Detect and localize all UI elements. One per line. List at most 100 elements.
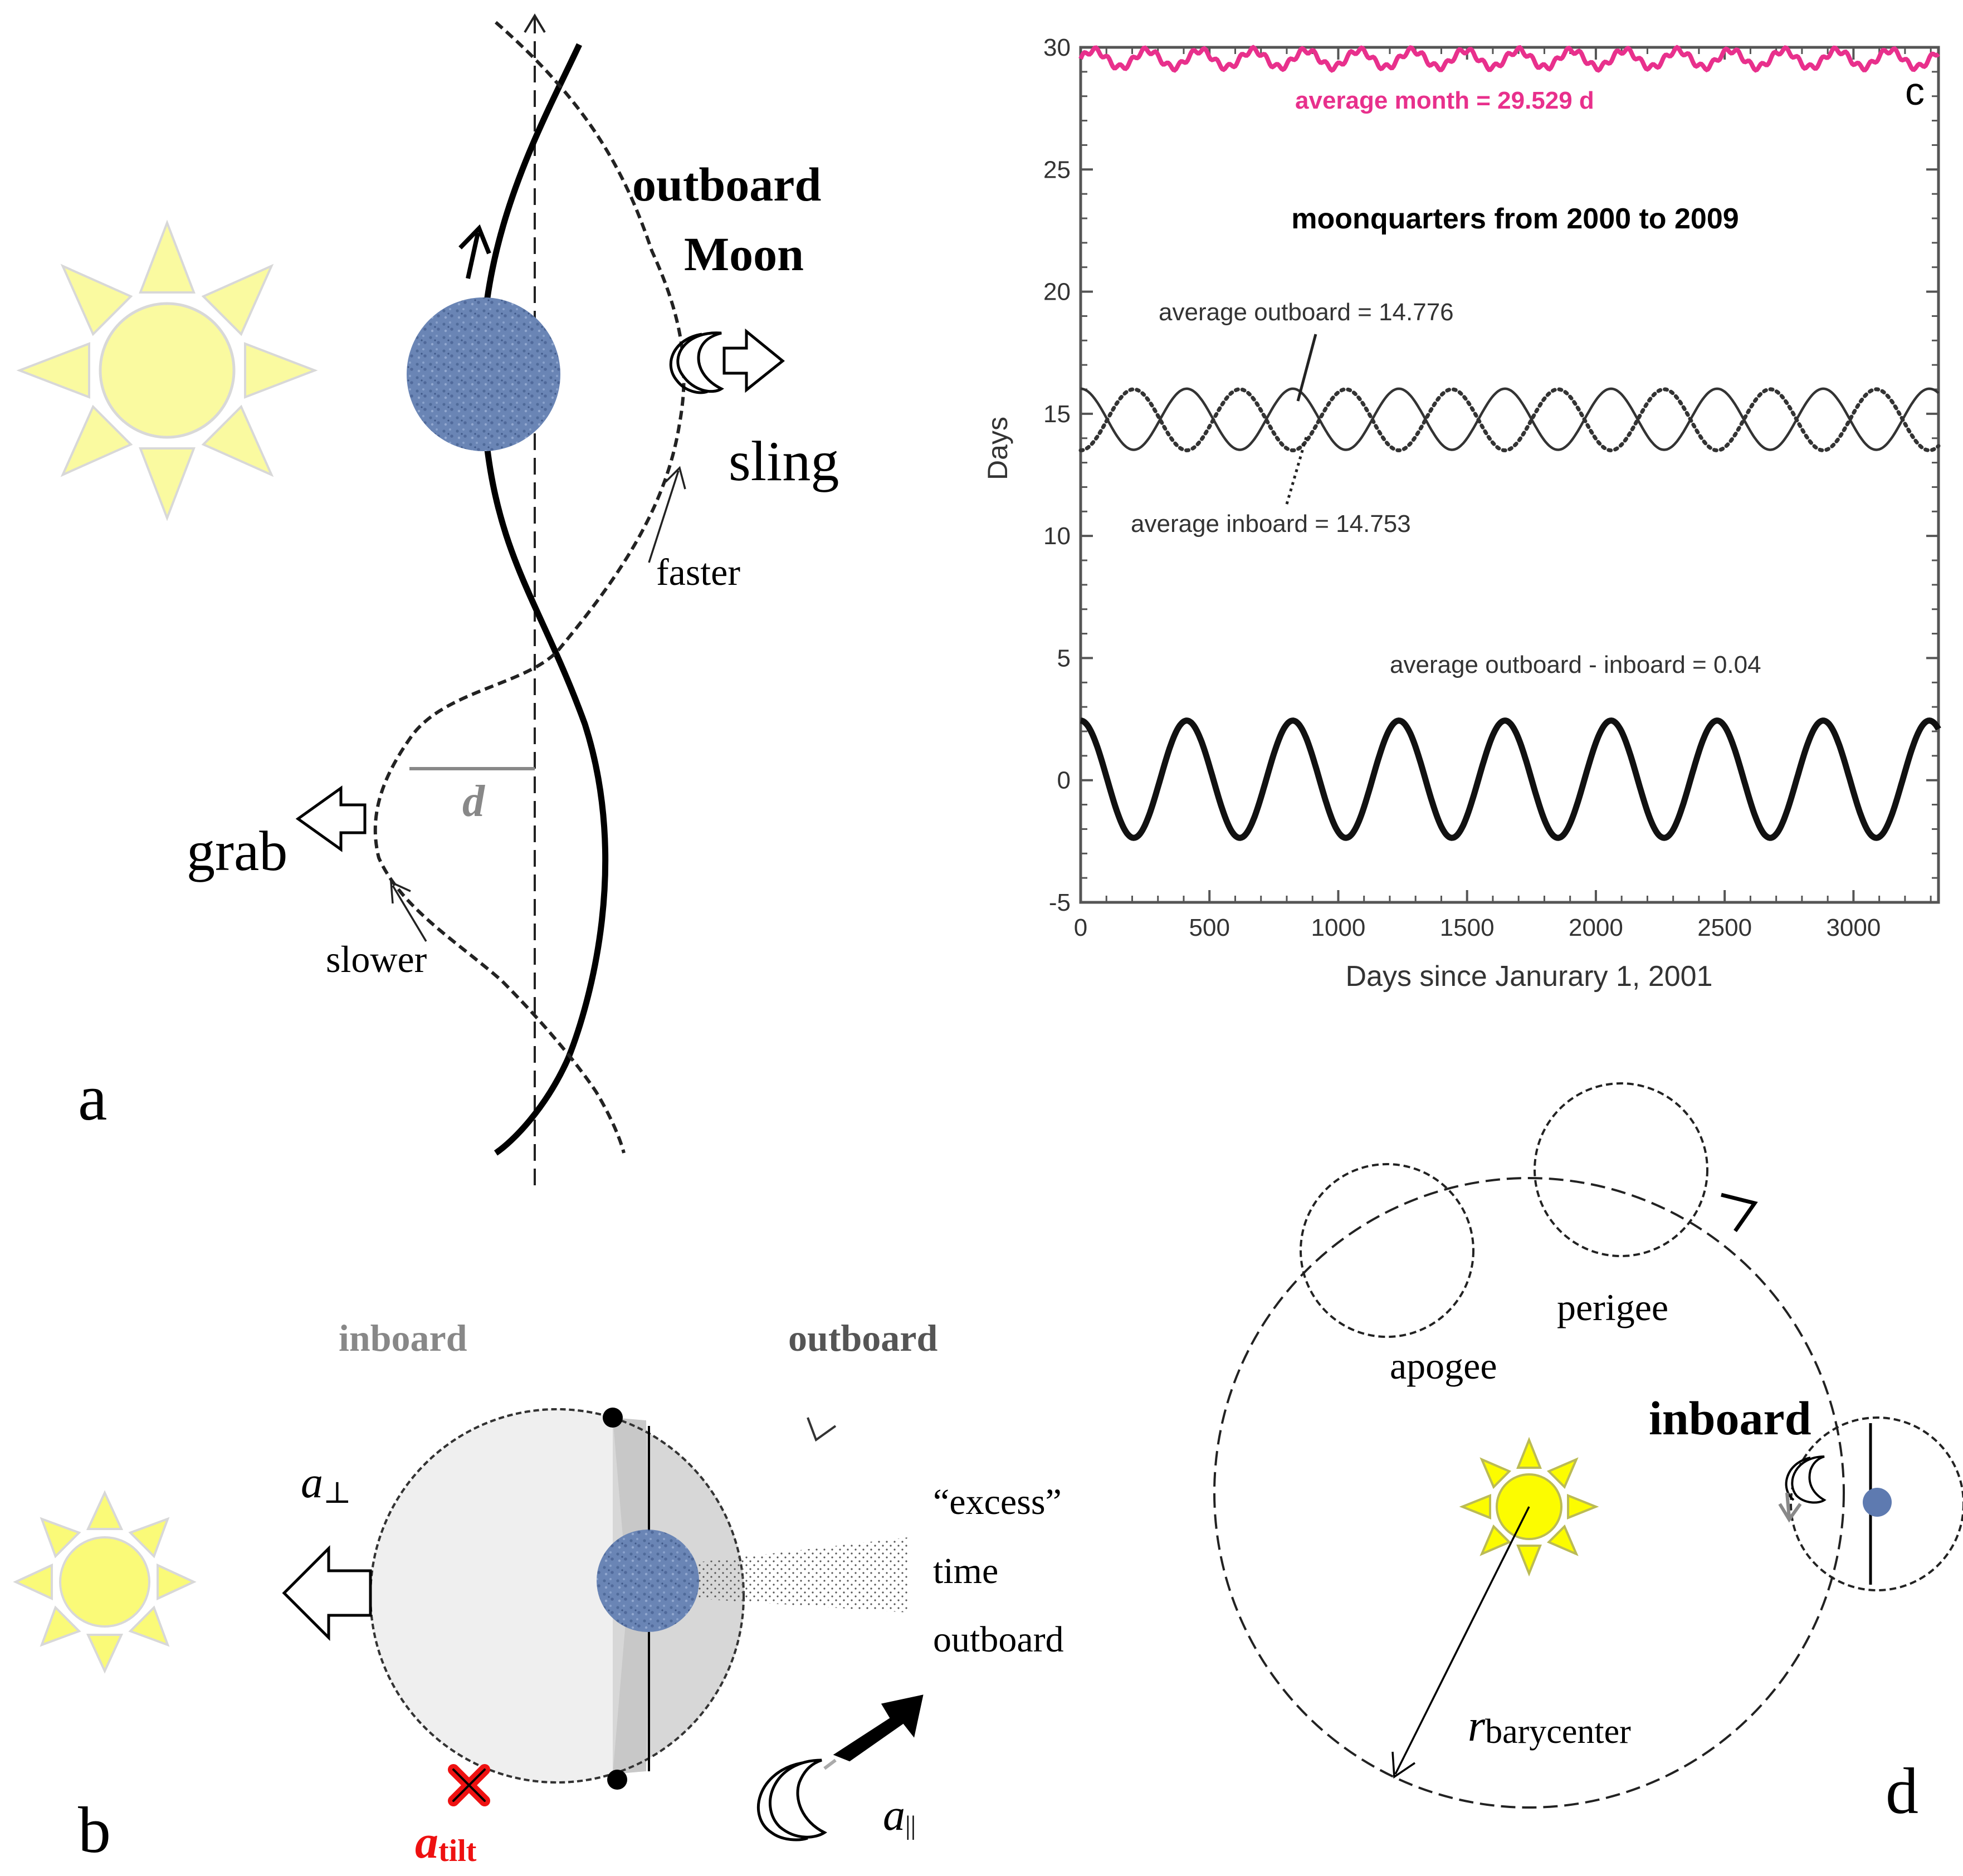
- excess-label-line3: outboard: [933, 1619, 1064, 1660]
- earth-icon-d: [1863, 1488, 1892, 1517]
- inboard-moon-arrow-icon: [1778, 1492, 1802, 1523]
- sun-ray: [86, 1490, 124, 1530]
- r-barycenter-label: rbarycenter: [1468, 1702, 1631, 1751]
- panel-a: outboard Moon sling faster grab slower d…: [16, 13, 839, 1186]
- sun-ray: [139, 447, 196, 521]
- chart-series-3: [1080, 717, 1941, 841]
- chart-panel-letter-c: c: [1905, 70, 1925, 113]
- slower-label: slower: [326, 938, 427, 980]
- sun-ray: [1479, 1457, 1512, 1489]
- slower-arrow-icon: [390, 881, 427, 942]
- sun-ray: [40, 1605, 81, 1647]
- legend-outboard-label: average outboard = 14.776: [1159, 299, 1454, 326]
- faster-arrow-icon: [648, 466, 686, 563]
- excess-label-line2: time: [933, 1551, 998, 1591]
- sun-icon-b: [13, 1490, 197, 1674]
- legend-diff-label: average outboard - inboard = 0.04: [1390, 651, 1761, 678]
- a-perp-arrow-icon: [282, 1545, 372, 1642]
- earth-icon-b: [597, 1530, 699, 1632]
- r-barycenter-arrow: [1394, 1506, 1530, 1775]
- sun-ray: [244, 342, 318, 399]
- sun-ray: [60, 263, 133, 336]
- legend-inboard-label: average inboard = 14.753: [1131, 510, 1411, 538]
- earth-direction-arrow: [466, 232, 480, 279]
- x-tick-label: 1000: [1311, 914, 1366, 941]
- grab-label: grab: [187, 820, 287, 883]
- sun-ray: [139, 219, 196, 294]
- chart-xlabel: Days since Janurary 1, 2001: [1345, 960, 1712, 993]
- inboard-label-b: inboard: [339, 1317, 467, 1359]
- a-perp-label: a⊥: [301, 1458, 351, 1509]
- orbit-bottom-dot: [607, 1770, 627, 1790]
- a-par-arrow-icon: [833, 1694, 924, 1762]
- outboard-label-b: outboard: [788, 1317, 937, 1359]
- a-tilt-label: atilt: [415, 1816, 477, 1868]
- orbit-direction-arrow-b: [807, 1417, 837, 1442]
- sun-ray: [1516, 1437, 1542, 1469]
- x-tick-label: 1500: [1440, 914, 1495, 941]
- chart-title: moonquarters from 2000 to 2009: [1291, 203, 1739, 235]
- outboard-leader-line: [1296, 334, 1317, 402]
- y-tick-label: 20: [1043, 279, 1071, 306]
- sun-ray: [1479, 1524, 1512, 1556]
- x-tick-label: 3000: [1826, 914, 1881, 941]
- d-label: d: [462, 777, 485, 826]
- panel-letter-b: b: [78, 1794, 111, 1867]
- sun-icon-a: [16, 219, 318, 521]
- x-tick-label: 500: [1189, 914, 1230, 941]
- orbit-top-dot: [603, 1408, 623, 1428]
- tilt-x-icon: [448, 1764, 490, 1806]
- earth-direction-arrowhead: [458, 224, 491, 255]
- sun-ray: [1516, 1545, 1542, 1577]
- sun-ray: [1567, 1494, 1599, 1520]
- y-tick-label: 15: [1043, 400, 1071, 428]
- crescent-moon-icon-b: [756, 1758, 827, 1841]
- sling-label: sling: [729, 430, 839, 493]
- x-tick-label: 0: [1074, 914, 1087, 941]
- perigee-label: perigee: [1557, 1286, 1668, 1328]
- chart-ylabel: Days: [982, 417, 1013, 480]
- sun-ray: [157, 1563, 197, 1601]
- sun-ray: [1459, 1494, 1491, 1520]
- y-tick-label: 30: [1043, 34, 1071, 61]
- earth-path: [478, 43, 609, 1156]
- wedge-bottom: [613, 1610, 649, 1774]
- chart-series-0: [1078, 45, 1940, 73]
- barycenter-orbit: [1213, 1177, 1845, 1809]
- excess-label-line1: “excess”: [933, 1482, 1062, 1522]
- apogee-label: apogee: [1390, 1345, 1497, 1387]
- x-tick-label: 2000: [1569, 914, 1623, 941]
- y-tick-label: 25: [1043, 156, 1071, 183]
- x-tick-label: 2500: [1697, 914, 1752, 941]
- inboard-label-d: inboard: [1649, 1391, 1811, 1445]
- sun-ray: [128, 1605, 170, 1647]
- sun-ray: [128, 1517, 170, 1559]
- r-barycenter-arrowhead: [1391, 1751, 1415, 1779]
- a-par-shaft-gap: [823, 1758, 837, 1770]
- legend-month-label: average month = 29.529 d: [1295, 87, 1594, 114]
- crescent-moon-icon-a: [669, 331, 724, 394]
- chart-series-group: [1078, 45, 1941, 841]
- chart-frame: [1079, 46, 1940, 904]
- moon-label-a: Moon: [684, 227, 804, 281]
- sun-ray: [16, 342, 90, 399]
- sun-ray: [201, 404, 274, 477]
- orbit-direction-arrow-d: [1721, 1193, 1758, 1233]
- apogee-circle: [1300, 1163, 1474, 1338]
- sun-ray: [13, 1563, 53, 1601]
- sun-ray: [40, 1517, 81, 1559]
- sun-ray: [201, 263, 274, 336]
- panel-b: inboard outboard “excess” time outboard …: [13, 1317, 1064, 1868]
- earth-icon-a: [407, 297, 560, 451]
- grab-arrow-icon: [295, 785, 367, 852]
- moon-path: [373, 21, 686, 1154]
- panel-letter-d: d: [1886, 1755, 1918, 1828]
- outboard-label-a: outboard: [632, 158, 821, 211]
- a-par-label: a||: [883, 1791, 916, 1840]
- inboard-circle: [1790, 1416, 1963, 1591]
- sun-ray: [60, 404, 133, 477]
- faster-label: faster: [656, 551, 740, 593]
